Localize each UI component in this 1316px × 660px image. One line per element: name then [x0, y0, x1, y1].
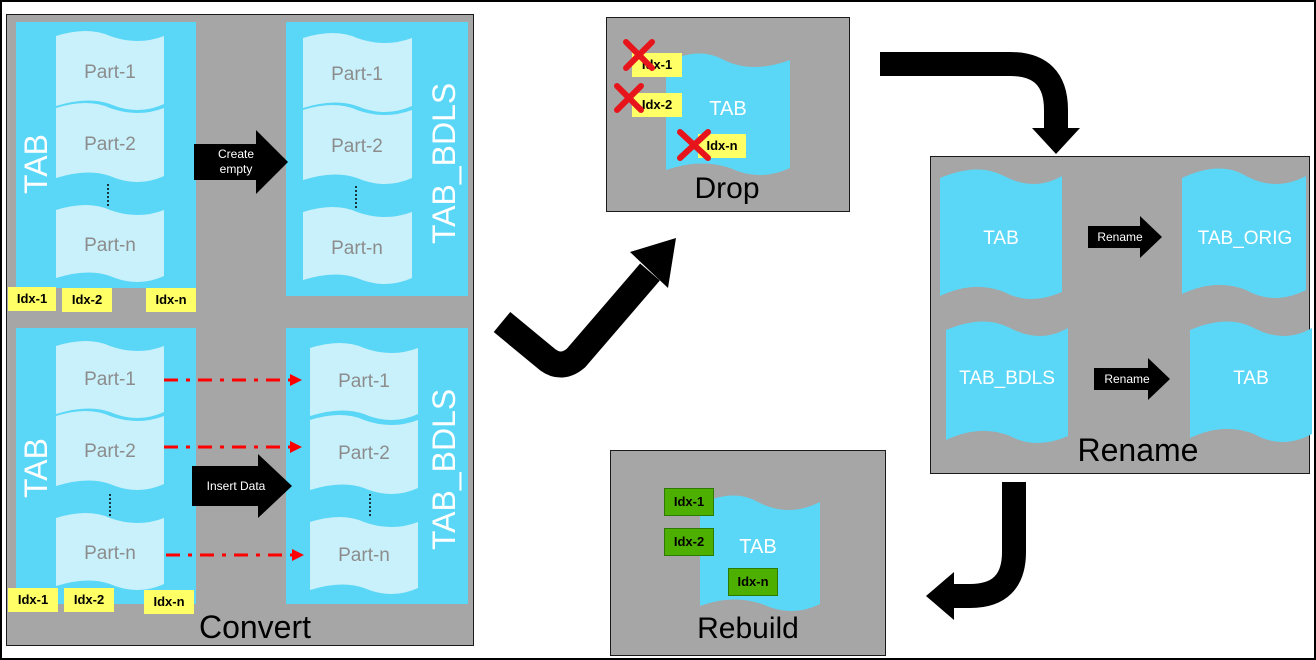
flow-arrow-drop-to-rename — [880, 52, 1080, 154]
cross-icon — [614, 83, 644, 113]
rename-row2-from-body — [946, 321, 1068, 443]
rename-row1-arrow-shape — [1088, 216, 1162, 258]
rename-row2-arrow-shape — [1094, 358, 1170, 400]
drop-idx-2: Idx-2 — [632, 93, 682, 117]
create-empty-arrow-shape — [194, 130, 288, 194]
convert-bottom-left-part-n — [56, 513, 164, 590]
rename-row1-to-body — [1182, 168, 1306, 298]
rename-row2-from-label: TAB_BDLS — [959, 368, 1055, 389]
convert-top-left-part-2-label: Part-2 — [84, 134, 136, 155]
convert-title: Convert — [198, 609, 312, 645]
rename-row2-to-label: TAB — [1233, 368, 1269, 389]
convert-bottom-left-part-2 — [56, 411, 164, 490]
rebuild-tab-label: TAB — [739, 536, 777, 558]
flow-arrow-rename-to-rebuild — [926, 482, 1026, 620]
drop-title: Drop — [694, 172, 760, 205]
rename-row1-to-label: TAB_ORIG — [1197, 228, 1293, 249]
convert-top-left-part-n — [56, 205, 164, 282]
convert-top-right-part-n — [303, 207, 412, 284]
drop-tab-label: TAB — [709, 98, 747, 120]
convert-bottom-right-part-2-label: Part-2 — [338, 443, 390, 464]
convert-bottom-right-part-2 — [310, 415, 418, 494]
rebuild-title: Rebuild — [697, 612, 799, 645]
rebuild-idx-2: Idx-2 — [664, 528, 714, 556]
convert-top-left-part-n-label: Part-n — [84, 235, 136, 256]
convert-top-idx-1: Idx-1 — [8, 287, 56, 311]
convert-bottom-right-part-n — [310, 517, 418, 594]
convert-bottom-left-part-n-label: Part-n — [84, 543, 136, 564]
convert-top-left-part-1-label: Part-1 — [84, 62, 136, 83]
convert-top-right-part-n-label: Part-n — [331, 238, 383, 259]
convert-bottom-right-part-1 — [310, 343, 418, 420]
rebuild-idx-1: Idx-1 — [664, 488, 714, 516]
convert-bottom-left-part-1-label: Part-1 — [84, 369, 136, 390]
cross-icon — [623, 39, 655, 71]
convert-bottom-idx-2: Idx-2 — [64, 588, 114, 612]
convert-top-right-part-2 — [303, 105, 412, 184]
convert-top-right-part-1-label: Part-1 — [331, 64, 383, 85]
convert-top-idx-2: Idx-2 — [62, 288, 112, 312]
rename-row2-to-body — [1190, 321, 1312, 442]
convert-bottom-idx-1: Idx-1 — [8, 588, 58, 612]
rebuild-idx-n: Idx-n — [728, 568, 778, 596]
convert-top-right-part-2-label: Part-2 — [331, 136, 383, 157]
flow-arrow-convert-to-drop — [493, 238, 676, 378]
convert-dash-arrows — [164, 374, 304, 561]
convert-bottom-left-part-1 — [56, 341, 164, 418]
convert-bottom-right-part-1-label: Part-1 — [338, 371, 390, 392]
insert-data-label: Insert Data — [206, 479, 266, 493]
convert-bottom-left-part-2-label: Part-2 — [84, 441, 136, 462]
convert-bottom-right-part-n-label: Part-n — [338, 545, 390, 566]
insert-data-arrow-shape — [192, 454, 292, 518]
convert-bottom-idx-n: Idx-n — [144, 590, 194, 614]
rename-row1-from-label: TAB — [983, 228, 1019, 249]
convert-top-right-part-1 — [303, 33, 412, 112]
convert-top-idx-n: Idx-n — [146, 288, 196, 312]
rename-title: Rename — [1077, 432, 1199, 468]
convert-top-left-part-1 — [56, 31, 164, 110]
rename-row1-from-body — [940, 169, 1062, 299]
convert-top-left-part-2 — [56, 103, 164, 182]
rename-row1-arrow-label: Rename — [1097, 230, 1143, 244]
cross-icon — [677, 129, 711, 161]
rename-row2-arrow-label: Rename — [1104, 372, 1150, 386]
create-empty-label: Create empty — [217, 147, 255, 176]
